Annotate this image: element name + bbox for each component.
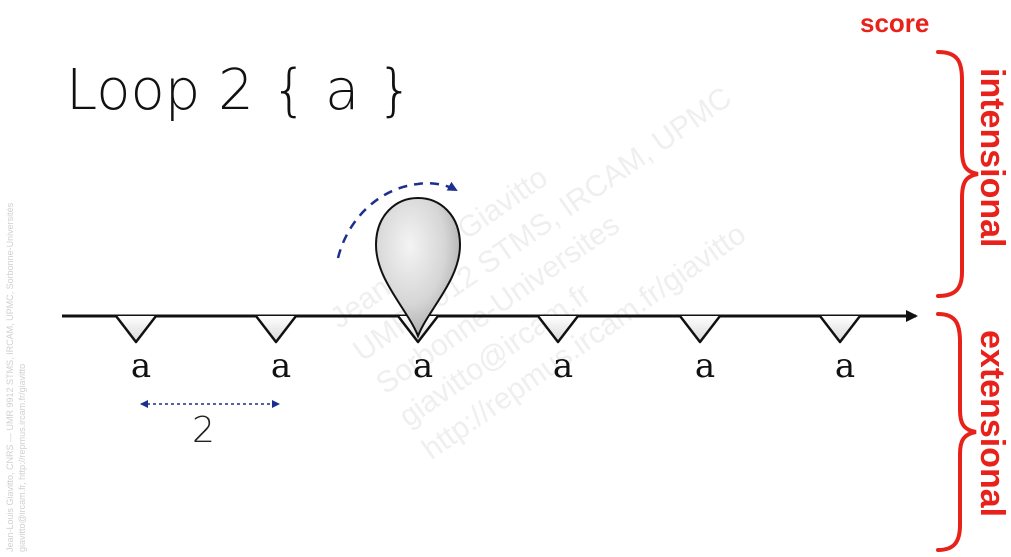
extensional-brace: [936, 312, 977, 552]
extensional-label: extensional: [973, 330, 1011, 518]
event-label-6: a: [834, 346, 856, 386]
playhead-cursor-icon: [374, 196, 462, 339]
event-label-2: a: [270, 346, 292, 386]
event-label-4: a: [552, 346, 574, 386]
event-marker: [115, 315, 157, 344]
intensional-brace: [936, 50, 979, 298]
event-marker: [679, 315, 721, 344]
event-markers: [115, 315, 861, 344]
score-label: score: [860, 8, 930, 38]
event-marker: [819, 315, 861, 344]
period-label: 2: [192, 410, 215, 451]
intensional-label: intensional: [973, 68, 1011, 248]
event-label-3: a: [412, 346, 434, 386]
event-label-1: a: [130, 346, 152, 386]
event-marker: [255, 315, 297, 344]
event-label-5: a: [694, 346, 716, 386]
event-marker: [537, 315, 579, 344]
slide-title: Loop 2 { a }: [66, 58, 413, 123]
